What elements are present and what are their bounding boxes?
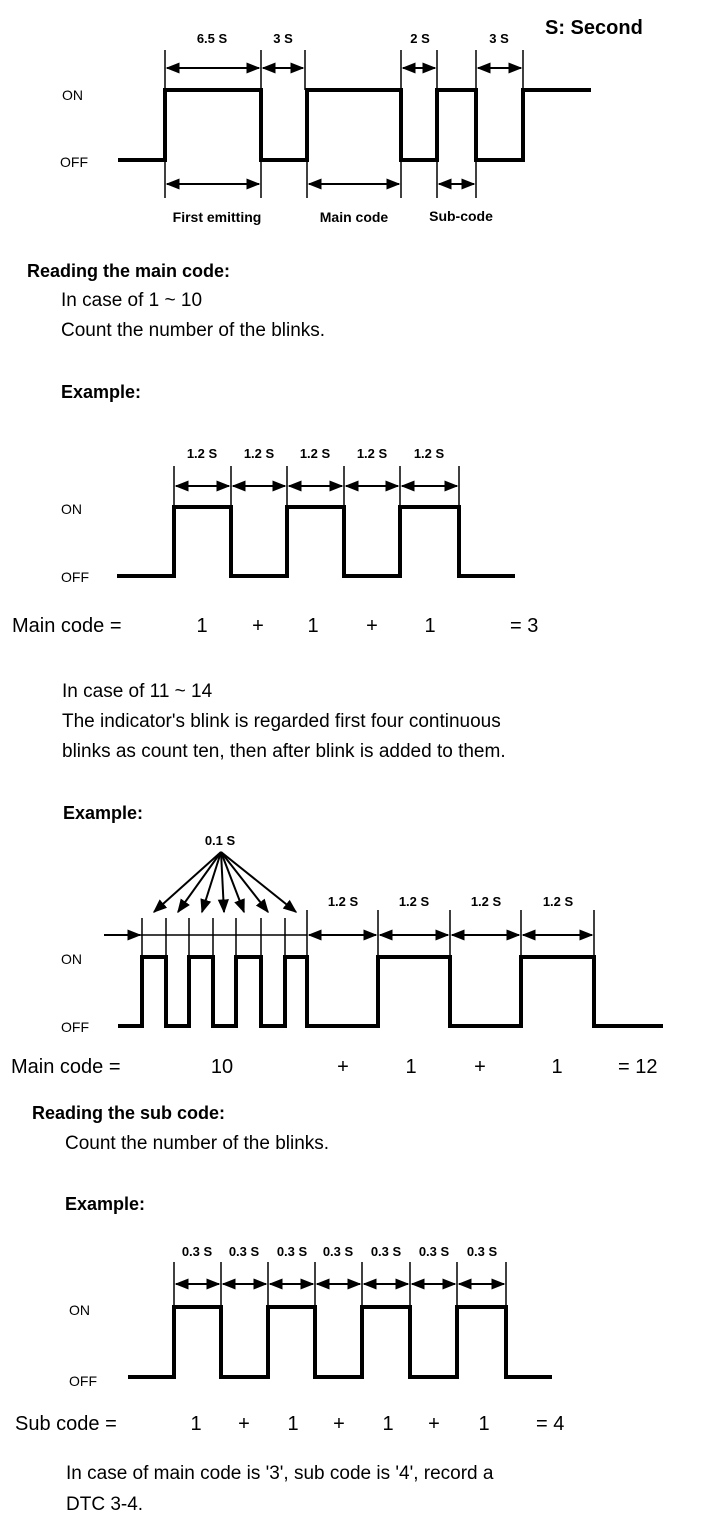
fast-blink-pointer <box>220 851 298 913</box>
duration-label: 2 S <box>410 31 430 46</box>
ex1-term: + <box>252 615 264 637</box>
phase-label-first-emitting: First emitting <box>173 209 262 225</box>
ex1-term: 1 <box>424 615 435 637</box>
ex3-duration-label: 0.3 S <box>371 1244 402 1259</box>
ex3-off-label: OFF <box>69 1373 97 1389</box>
ex2-equation: Main code = 10 + 1 + 1 = 12 <box>11 1056 657 1078</box>
ex2-term: 1 <box>551 1056 562 1078</box>
ex1-term: + <box>366 615 378 637</box>
ex3-term: 1 <box>287 1413 298 1435</box>
phase-label-main-code: Main code <box>320 209 389 225</box>
ex3-duration-label: 0.3 S <box>467 1244 498 1259</box>
ex2-duration-label: 1.2 S <box>543 894 574 909</box>
example-1-label: Example: <box>61 382 141 402</box>
legend-seconds: S: Second <box>545 17 643 39</box>
duration-label: 3 S <box>273 31 293 46</box>
main-code-heading: Reading the main code: <box>27 261 230 281</box>
fast-blink-pointer <box>152 851 222 913</box>
ex1-duration-label: 1.2 S <box>414 446 445 461</box>
ex2-term: + <box>474 1056 486 1078</box>
footer-line-1: In case of main code is '3', sub code is… <box>66 1463 494 1484</box>
ex3-term: 1 <box>478 1413 489 1435</box>
ex3-waveform <box>128 1305 552 1379</box>
ex1-off-label: OFF <box>61 569 89 585</box>
ex3-duration-label: 0.3 S <box>277 1244 308 1259</box>
ex2-fast-blink-label: 0.1 S <box>205 833 236 848</box>
ex1-waveform <box>117 505 515 578</box>
case-1-10-text: Count the number of the blinks. <box>61 320 325 341</box>
ex3-equation-label: Sub code = <box>15 1413 117 1435</box>
ex1-on-label: ON <box>61 501 82 517</box>
duration-label: 3 S <box>489 31 509 46</box>
fast-blink-pointer <box>177 851 222 914</box>
ex3-equation: Sub code = 1 + 1 + 1 + 1 = 4 <box>15 1413 564 1435</box>
ex3-duration-label: 0.3 S <box>323 1244 354 1259</box>
fast-blink-pointer <box>220 851 245 914</box>
ex3-on-label: ON <box>69 1302 90 1318</box>
ex2-on-label: ON <box>61 951 82 967</box>
ex2-duration-label: 1.2 S <box>328 894 359 909</box>
overview-diagram: S: Second ON OFF 6.5 S 3 S 2 S 3 S First… <box>60 17 643 225</box>
ex3-term: + <box>428 1413 440 1435</box>
sub-code-text: Count the number of the blinks. <box>65 1133 329 1154</box>
ex3-term: + <box>238 1413 250 1435</box>
ex1-duration-label: 1.2 S <box>244 446 275 461</box>
ex3-term: + <box>333 1413 345 1435</box>
fast-blink-pointer <box>200 851 222 914</box>
case-11-14-title: In case of 11 ~ 14 <box>62 681 213 702</box>
ex2-term: + <box>337 1056 349 1078</box>
example-3-diagram: ON OFF 0.3 S 0.3 S 0.3 S 0.3 S 0.3 S 0.3… <box>69 1244 552 1389</box>
ex1-result: = 3 <box>510 615 538 637</box>
ex2-term: 1 <box>405 1056 416 1078</box>
example-1-diagram: ON OFF 1.2 S 1.2 S 1.2 S 1.2 S 1.2 S <box>61 446 515 585</box>
example-2-diagram: 0.1 S ON OFF 1.2 S 1.2 S 1.2 S 1.2 S <box>61 833 663 1035</box>
ex2-term: 10 <box>211 1056 233 1078</box>
ex3-duration-label: 0.3 S <box>419 1244 450 1259</box>
ex1-term: 1 <box>196 615 207 637</box>
case-11-14-line-2: blinks as count ten, then after blink is… <box>62 741 506 762</box>
phase-label-sub-code: Sub-code <box>429 208 493 224</box>
ex3-result: = 4 <box>536 1413 564 1435</box>
ex2-waveform <box>118 955 663 1028</box>
ex3-term: 1 <box>190 1413 201 1435</box>
overview-off-label: OFF <box>60 154 88 170</box>
ex2-equation-label: Main code = <box>11 1056 121 1078</box>
ex1-duration-label: 1.2 S <box>357 446 388 461</box>
ex3-duration-label: 0.3 S <box>229 1244 260 1259</box>
ex1-duration-label: 1.2 S <box>187 446 218 461</box>
example-2-label: Example: <box>63 803 143 823</box>
fast-blink-pointer <box>220 851 269 914</box>
ex1-equation: Main code = 1 + 1 + 1 = 3 <box>12 615 538 637</box>
overview-waveform <box>118 88 591 162</box>
example-3-label: Example: <box>65 1194 145 1214</box>
sub-code-heading: Reading the sub code: <box>32 1103 225 1123</box>
ex3-term: 1 <box>382 1413 393 1435</box>
ex1-equation-label: Main code = <box>12 615 122 637</box>
ex1-duration-label: 1.2 S <box>300 446 331 461</box>
ex2-result: = 12 <box>618 1056 657 1078</box>
ex2-duration-label: 1.2 S <box>399 894 430 909</box>
fast-blink-pointer <box>217 851 229 914</box>
case-1-10-title: In case of 1 ~ 10 <box>61 290 202 311</box>
duration-label: 6.5 S <box>197 31 228 46</box>
ex1-term: 1 <box>307 615 318 637</box>
footer-line-2: DTC 3-4. <box>66 1494 143 1515</box>
ex3-duration-label: 0.3 S <box>182 1244 213 1259</box>
ex2-off-label: OFF <box>61 1019 89 1035</box>
overview-on-label: ON <box>62 87 83 103</box>
ex2-duration-label: 1.2 S <box>471 894 502 909</box>
case-11-14-line-1: The indicator's blink is regarded first … <box>62 711 501 732</box>
